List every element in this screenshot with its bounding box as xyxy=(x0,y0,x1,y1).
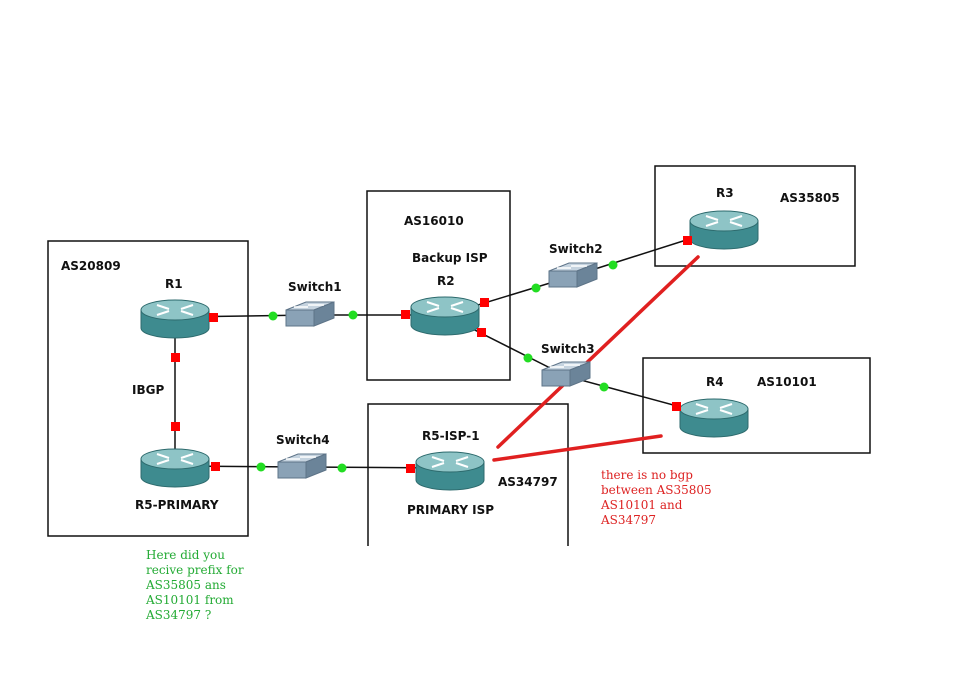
switch3-icon[interactable] xyxy=(541,361,591,387)
r3-label: R3 xyxy=(716,186,734,200)
green-note: Here did you recive prefix for AS35805 a… xyxy=(145,548,244,622)
port-r5isp-w xyxy=(406,464,415,473)
port-switch3-nw xyxy=(523,353,533,363)
red-note-line: AS34797 xyxy=(600,513,656,527)
red-note-line: AS10101 and xyxy=(600,498,683,512)
switch2-icon[interactable] xyxy=(548,262,598,288)
r5-isp-label: R5-ISP-1 xyxy=(422,429,480,443)
port-switch4-e xyxy=(337,463,347,473)
port-r1-s xyxy=(171,353,180,362)
r2-label: R2 xyxy=(437,274,455,288)
switch2-label: Switch2 xyxy=(549,242,603,256)
primary-isp-label: PRIMARY ISP xyxy=(407,503,494,517)
green-note-line: AS34797 ? xyxy=(145,608,211,622)
backup-isp-label: Backup ISP xyxy=(412,251,488,265)
port-r5primary-e xyxy=(211,462,220,471)
port-switch3-e xyxy=(599,382,609,392)
green-note-line: Here did you xyxy=(146,548,225,562)
green-note-line: AS35805 ans xyxy=(145,578,226,592)
as34797-label: AS34797 xyxy=(498,475,558,489)
port-r2-se xyxy=(477,328,486,337)
port-r3-w xyxy=(683,236,692,245)
router-r5-primary-icon[interactable] xyxy=(140,448,210,488)
switch4-label: Switch4 xyxy=(276,433,330,447)
as20809-box xyxy=(47,240,249,537)
port-r2-w xyxy=(401,310,410,319)
switch3-label: Switch3 xyxy=(541,342,595,356)
r5-primary-label: R5-PRIMARY xyxy=(135,498,219,512)
port-switch2-e xyxy=(608,260,618,270)
port-r4-w xyxy=(672,402,681,411)
as35805-label: AS35805 xyxy=(780,191,840,205)
port-r5primary-n xyxy=(171,422,180,431)
as35805-box xyxy=(654,165,856,267)
router-r1-icon[interactable] xyxy=(140,299,210,339)
port-switch4-w xyxy=(256,462,266,472)
as34797-box xyxy=(367,403,569,546)
router-r4-icon[interactable] xyxy=(679,398,749,438)
port-r2-ne xyxy=(480,298,489,307)
red-note-line: there is no bgp xyxy=(601,468,693,482)
as20809-label: AS20809 xyxy=(61,259,121,273)
as10101-box xyxy=(642,357,871,454)
as10101-label: AS10101 xyxy=(757,375,817,389)
r4-label: R4 xyxy=(706,375,724,389)
green-note-line: recive prefix for xyxy=(146,563,244,577)
switch1-label: Switch1 xyxy=(288,280,342,294)
switch4-icon[interactable] xyxy=(277,453,327,479)
as16010-box xyxy=(366,190,511,381)
green-note-line: AS10101 from xyxy=(145,593,234,607)
red-note: there is no bgp between AS35805 AS10101 … xyxy=(600,468,712,527)
switch1-icon[interactable] xyxy=(285,301,335,327)
as16010-label: AS16010 xyxy=(404,214,464,228)
port-switch1-w xyxy=(268,311,278,321)
r1-label: R1 xyxy=(165,277,183,291)
annotation-line-r4 xyxy=(492,434,663,462)
port-switch2-w xyxy=(531,283,541,293)
red-note-line: between AS35805 xyxy=(601,483,712,497)
annotation-line-r3 xyxy=(496,255,700,449)
router-r5-isp-icon[interactable] xyxy=(415,451,485,491)
router-r2-icon[interactable] xyxy=(410,296,480,336)
ibgp-label: IBGP xyxy=(132,383,164,397)
port-switch1-e xyxy=(348,310,358,320)
router-r3-icon[interactable] xyxy=(689,210,759,250)
port-r1-e xyxy=(209,313,218,322)
